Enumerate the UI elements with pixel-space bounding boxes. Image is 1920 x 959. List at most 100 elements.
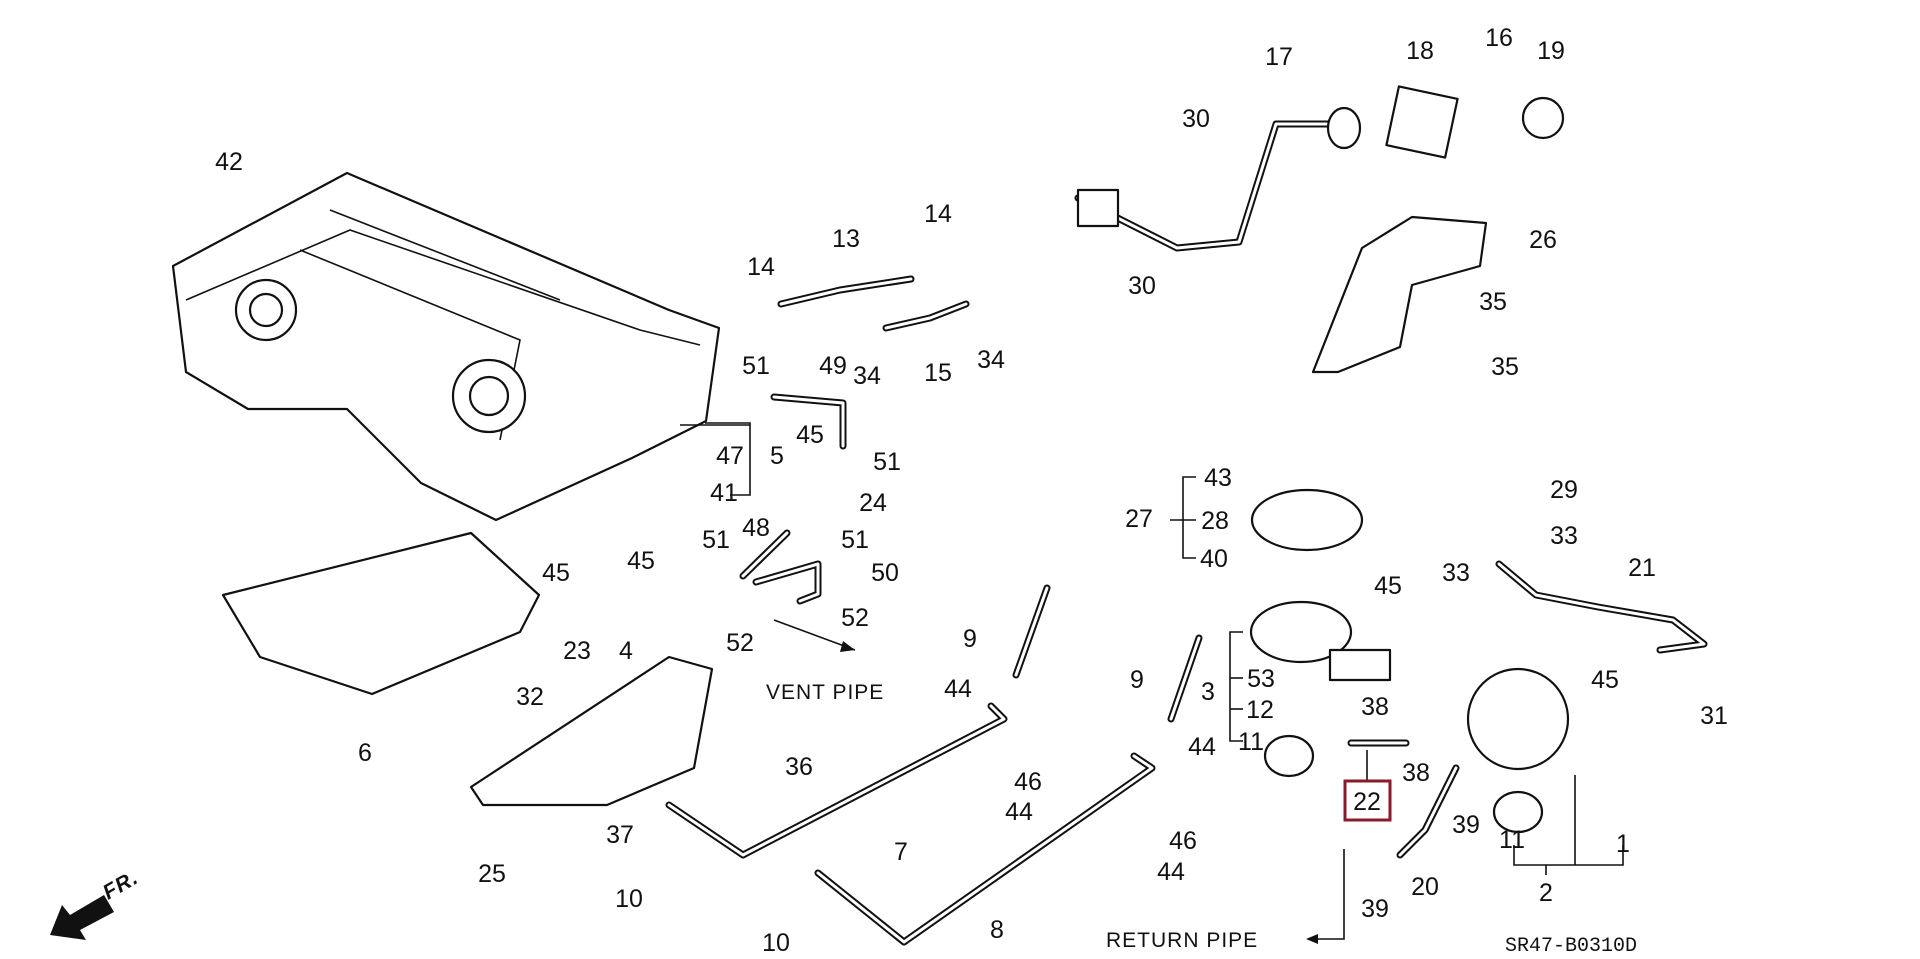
callout-label[interactable]: 12: [1246, 696, 1274, 724]
callout-label[interactable]: 4: [619, 637, 633, 665]
callout-label[interactable]: 29: [1550, 476, 1578, 504]
callout-label[interactable]: 25: [478, 860, 506, 888]
filler-shield-part-26[interactable]: [1311, 215, 1488, 374]
callout-label[interactable]: 38: [1361, 693, 1389, 721]
callout-label[interactable]: 39: [1452, 811, 1480, 839]
diagram-code: SR47-B0310D: [1505, 935, 1637, 958]
gasket-part-11b[interactable]: [1492, 790, 1544, 834]
callout-label[interactable]: 8: [990, 916, 1004, 944]
callout-label[interactable]: 36: [785, 753, 813, 781]
callout-label[interactable]: 41: [710, 479, 738, 507]
callout-label[interactable]: 44: [944, 675, 972, 703]
callout-label[interactable]: 52: [841, 604, 869, 632]
callout-label[interactable]: 11: [1499, 826, 1525, 854]
callout-label[interactable]: 3: [1201, 678, 1215, 706]
callout-label[interactable]: 46: [1014, 768, 1042, 796]
callout-label[interactable]: 34: [977, 346, 1005, 374]
front-direction-arrow: FR.: [50, 866, 142, 940]
callout-label[interactable]: 27: [1125, 505, 1153, 533]
callout-label[interactable]: 13: [832, 225, 860, 253]
filler-base-part-18[interactable]: [1385, 85, 1459, 159]
fuel-tank-part-5[interactable]: [171, 171, 721, 522]
callout-22-highlighted[interactable]: 22: [1343, 779, 1392, 822]
callout-label[interactable]: 21: [1628, 554, 1656, 582]
callout-label[interactable]: 18: [1406, 37, 1434, 65]
callout-label[interactable]: 51: [742, 352, 770, 380]
return-pipe-arrow: [1306, 849, 1345, 944]
callout-label[interactable]: 11: [1238, 728, 1264, 756]
callout-label[interactable]: 20: [1411, 873, 1439, 901]
filler-pipe-part-17[interactable]: [1074, 106, 1362, 252]
callout-label[interactable]: 52: [726, 629, 754, 657]
callout-label[interactable]: 45: [1374, 572, 1402, 600]
callout-label[interactable]: 9: [963, 625, 977, 653]
callout-label[interactable]: 49: [819, 352, 847, 380]
callout-label[interactable]: 5: [770, 442, 784, 470]
fuel-cover-part-28[interactable]: [1250, 488, 1364, 552]
callout-label[interactable]: 45: [796, 421, 824, 449]
callout-label[interactable]: 14: [924, 200, 952, 228]
vent-pipe-arrow: [773, 619, 856, 652]
callout-label[interactable]: 1: [1616, 830, 1630, 858]
pipe-7: [665, 702, 1008, 859]
heat-shield-part-6[interactable]: [221, 531, 541, 696]
filler-cap-part-19[interactable]: [1521, 96, 1565, 140]
hoses: [739, 275, 1460, 859]
gasket-part-11a[interactable]: [1263, 734, 1315, 778]
callout-label[interactable]: 17: [1265, 43, 1293, 71]
callout-label[interactable]: 51: [873, 448, 901, 476]
callout-label[interactable]: 34: [853, 362, 881, 390]
callout-label[interactable]: 51: [702, 526, 730, 554]
callout-label[interactable]: 2: [1539, 879, 1553, 907]
callout-label[interactable]: 43: [1204, 464, 1232, 492]
callout-label[interactable]: 9: [1130, 666, 1144, 694]
callout-label[interactable]: 42: [215, 148, 243, 176]
callout-label[interactable]: 30: [1128, 272, 1156, 300]
callout-label[interactable]: 44: [1157, 858, 1185, 886]
callout-label[interactable]: 35: [1479, 288, 1507, 316]
callout-label[interactable]: 50: [871, 559, 899, 587]
callout-label[interactable]: 37: [606, 821, 634, 849]
callout-22-label: 22: [1353, 788, 1381, 816]
leader-lines: [680, 422, 1624, 875]
callout-label[interactable]: 48: [742, 514, 770, 542]
callout-label[interactable]: 24: [859, 489, 887, 517]
callout-label[interactable]: 45: [1591, 666, 1619, 694]
callout-label[interactable]: 35: [1491, 353, 1519, 381]
return-pipe-label: RETURN PIPE: [1106, 929, 1258, 952]
callout-label[interactable]: 40: [1200, 545, 1228, 573]
callout-label[interactable]: 44: [1005, 798, 1033, 826]
callout-label[interactable]: 45: [627, 547, 655, 575]
callout-label[interactable]: 51: [841, 526, 869, 554]
fuel-pump-part-2[interactable]: [1466, 667, 1570, 771]
callout-label[interactable]: 7: [894, 838, 908, 866]
pipes: [665, 560, 1708, 946]
callout-label[interactable]: 10: [762, 929, 790, 957]
callout-label[interactable]: 10: [615, 885, 643, 913]
callout-label[interactable]: 31: [1700, 702, 1728, 730]
callout-label[interactable]: 19: [1537, 37, 1565, 65]
callout-label[interactable]: 44: [1188, 733, 1216, 761]
callout-label[interactable]: 15: [924, 359, 952, 387]
callout-label[interactable]: 47: [716, 442, 744, 470]
hose-50: [752, 560, 822, 605]
callout-label[interactable]: 38: [1402, 759, 1430, 787]
callout-label[interactable]: 16: [1485, 24, 1513, 52]
fuel-gauge-unit-part-3[interactable]: [1249, 600, 1353, 664]
callout-label[interactable]: 6: [358, 739, 372, 767]
callout-label[interactable]: 26: [1529, 226, 1557, 254]
callout-label[interactable]: 53: [1247, 665, 1275, 693]
callout-label[interactable]: 14: [747, 253, 775, 281]
tank-bracket-part-25[interactable]: [469, 655, 714, 807]
callout-label[interactable]: 39: [1361, 895, 1389, 923]
callout-label[interactable]: 30: [1182, 105, 1210, 133]
callout-label[interactable]: 23: [563, 637, 591, 665]
callout-label[interactable]: 33: [1442, 559, 1470, 587]
callout-label[interactable]: 32: [516, 683, 544, 711]
callout-label[interactable]: 45: [542, 559, 570, 587]
callout-label[interactable]: 33: [1550, 522, 1578, 550]
callout-label[interactable]: 46: [1169, 827, 1197, 855]
callout-label[interactable]: 28: [1201, 507, 1229, 535]
